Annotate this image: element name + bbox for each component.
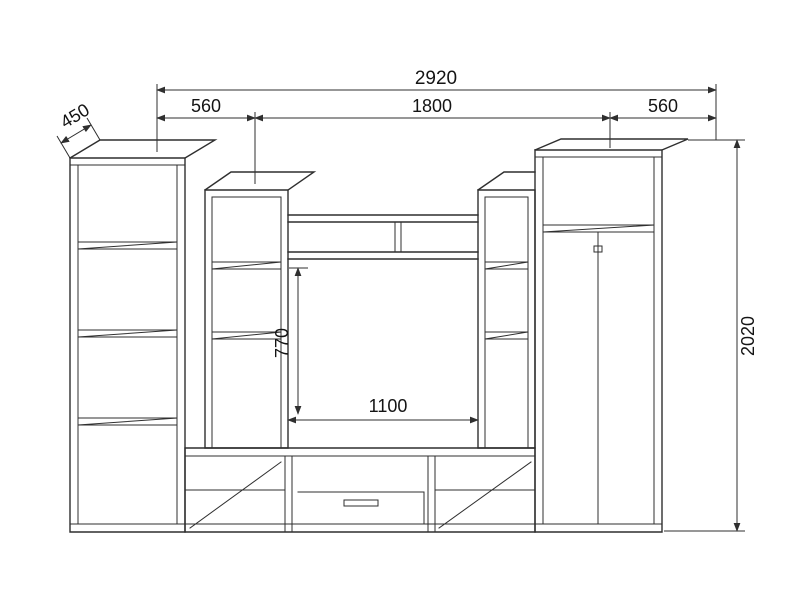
left-column-body bbox=[204, 189, 289, 449]
left-cabinet-body bbox=[69, 157, 186, 533]
left-cabinet-shelves bbox=[77, 241, 178, 426]
wardrobe-rail-and-divider bbox=[593, 231, 603, 525]
dimension-labels: 2920 560 1800 560 450 2020 770 1100 bbox=[57, 68, 758, 416]
wardrobe-top-face bbox=[534, 138, 689, 151]
label-total-width: 2920 bbox=[415, 68, 457, 89]
tv-stand-depth-diagonals bbox=[189, 461, 532, 529]
label-left-width: 560 bbox=[191, 96, 221, 116]
label-right-width: 560 bbox=[648, 96, 678, 116]
label-middle-width: 1800 bbox=[412, 96, 452, 116]
furniture-outline bbox=[69, 138, 689, 533]
label-niche-height: 770 bbox=[272, 328, 292, 358]
right-column-body bbox=[477, 189, 536, 449]
left-cabinet-top-face bbox=[69, 139, 218, 159]
left-shelf-cabinet bbox=[69, 139, 218, 533]
dimension-lines bbox=[56, 84, 745, 532]
right-column-shelves bbox=[484, 261, 529, 340]
right-column-top-face bbox=[477, 171, 536, 191]
wardrobe-panels bbox=[534, 156, 663, 525]
tv-stand bbox=[184, 447, 536, 533]
bridge-shelf-divider bbox=[394, 221, 402, 253]
label-niche-width: 1100 bbox=[369, 396, 408, 416]
wardrobe-top-shelf bbox=[542, 224, 655, 233]
left-cabinet-panels bbox=[69, 164, 186, 525]
bridge-shelf-boards bbox=[287, 214, 479, 260]
tv-stand-body bbox=[184, 447, 536, 533]
tall-wardrobe bbox=[534, 138, 689, 533]
tv-stand-dividers bbox=[284, 455, 436, 533]
left-column-panels bbox=[211, 196, 282, 449]
label-total-height: 2020 bbox=[738, 316, 758, 356]
extension-lines bbox=[56, 84, 745, 532]
tv-stand-drawer bbox=[297, 491, 425, 525]
left-column-shelves bbox=[211, 261, 282, 340]
right-column-panels bbox=[484, 196, 529, 449]
left-center-column bbox=[204, 171, 317, 449]
left-column-top-face bbox=[204, 171, 317, 191]
bridge-shelves bbox=[287, 214, 479, 260]
right-center-column bbox=[477, 171, 536, 449]
dim-line-depth bbox=[60, 124, 92, 144]
